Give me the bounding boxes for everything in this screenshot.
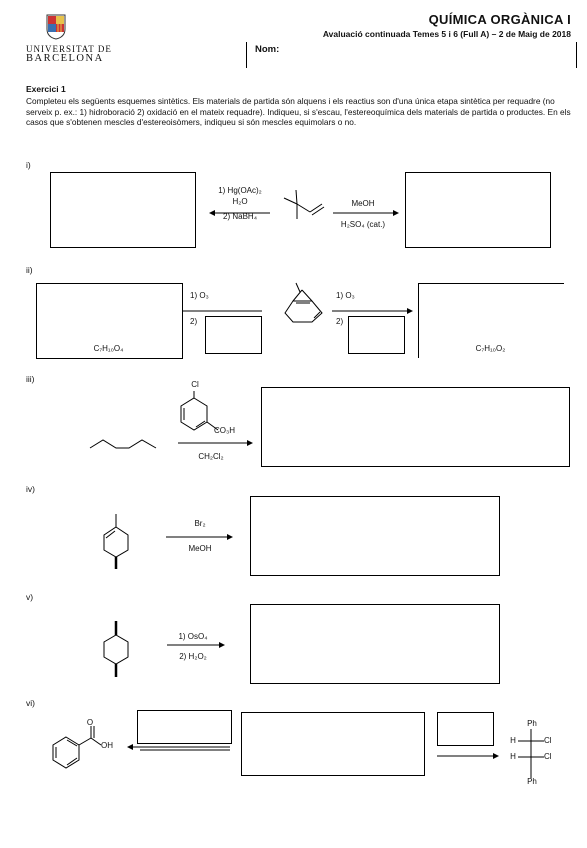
step1-ii-left: 1) O₃ xyxy=(190,291,209,300)
fischer-cl2: Cl xyxy=(544,752,552,761)
fischer-cl1: Cl xyxy=(544,736,552,745)
answer-box-iv[interactable] xyxy=(250,496,500,576)
solvent-iii: CH₂Cl₂ xyxy=(198,452,224,461)
answer-box-ii-step2-right[interactable] xyxy=(348,316,405,354)
reagent-iv-1: Br₂ xyxy=(194,519,206,528)
answer-box-vi-reagent-right[interactable] xyxy=(437,712,494,746)
benzoic-acid-structure xyxy=(52,726,102,769)
peracid-label: CO₃H xyxy=(214,426,236,435)
exercise-instructions: Completeu els següents esquemes sintètic… xyxy=(26,96,571,127)
name-divider xyxy=(246,42,247,68)
fischer-h1: H xyxy=(510,736,516,745)
reagents-i-right: MeOH H₂SO₄ (cat.) xyxy=(328,198,398,230)
formula-ii-left: C₇H₁₀O₄ xyxy=(93,344,124,353)
section-vi-label: vi) xyxy=(26,698,35,708)
answer-box-iii[interactable] xyxy=(261,387,570,467)
section-iii-label: iii) xyxy=(26,374,35,384)
university-line2: BARCELONA xyxy=(26,53,104,64)
reagent-v-2: 2) H₂O₂ xyxy=(179,652,207,661)
chloro-label: Cl xyxy=(191,380,199,389)
step2-ii-left: 2) xyxy=(190,317,198,326)
answer-box-i-right[interactable] xyxy=(405,172,551,248)
section-i-label: i) xyxy=(26,160,31,170)
university-crest-icon xyxy=(46,14,66,40)
section-iv-label: iv) xyxy=(26,484,35,494)
reagent-iv-2: MeOH xyxy=(188,544,212,553)
answer-box-vi-reagent-left[interactable] xyxy=(137,710,232,744)
mcpba-structure xyxy=(180,391,219,431)
reagent-i-l3: 2) NaBH₄ xyxy=(223,212,257,221)
university-line1: UNIVERSITAT DE xyxy=(26,44,112,54)
alkene-i-structure xyxy=(283,189,325,219)
alkene-ii-structure xyxy=(284,282,323,323)
step2-ii-right: 2) xyxy=(336,317,344,326)
carbonyl-o-label: O xyxy=(86,718,94,727)
formula-ii-right: C₇H₁₀O₂ xyxy=(475,344,506,353)
reagent-i-r2: H₂SO₄ (cat.) xyxy=(340,220,386,229)
name-field-label: Nom: xyxy=(255,44,280,55)
phenyl-bottom: Ph xyxy=(527,777,537,786)
document-title: QUÍMICA ORGÀNICA I xyxy=(428,12,571,27)
exercise-title: Exercici 1 xyxy=(26,84,66,94)
step1-ii-right: 1) O₃ xyxy=(336,291,355,300)
answer-box-v[interactable] xyxy=(250,604,500,684)
reagent-v-1: 1) OsO₄ xyxy=(178,632,208,641)
fischer-h2: H xyxy=(510,752,516,761)
answer-box-ii-left[interactable] xyxy=(36,283,183,359)
alkene-iii-structure xyxy=(89,439,157,449)
hydroxyl-label: OH xyxy=(101,741,113,750)
section-ii-label: ii) xyxy=(26,265,33,275)
alkane-v-structure xyxy=(103,621,129,677)
reagent-i-r1: MeOH xyxy=(351,199,375,208)
document-subtitle: Avaluació continuada Temes 5 i 6 (Full A… xyxy=(322,29,571,39)
phenyl-top: Ph xyxy=(527,719,537,728)
reagent-i-l2: H₂O xyxy=(232,197,248,206)
university-name: UNIVERSITAT DE BARCELONA xyxy=(26,44,112,64)
section-v-label: v) xyxy=(26,592,34,602)
answer-box-ii-step2-left[interactable] xyxy=(205,316,262,354)
reagent-i-l1: 1) Hg(OAc)₂ xyxy=(218,186,262,195)
answer-box-ii-right[interactable] xyxy=(418,283,564,358)
alkene-iv-structure xyxy=(103,514,129,569)
answer-box-i-left[interactable] xyxy=(50,172,196,248)
reagents-i-left: 1) Hg(OAc)₂ H₂O 2) NaBH₄ xyxy=(200,185,280,222)
name-field-right-border xyxy=(576,42,577,68)
answer-box-vi-middle[interactable] xyxy=(241,712,425,776)
fischer-projection-structure xyxy=(518,729,544,778)
